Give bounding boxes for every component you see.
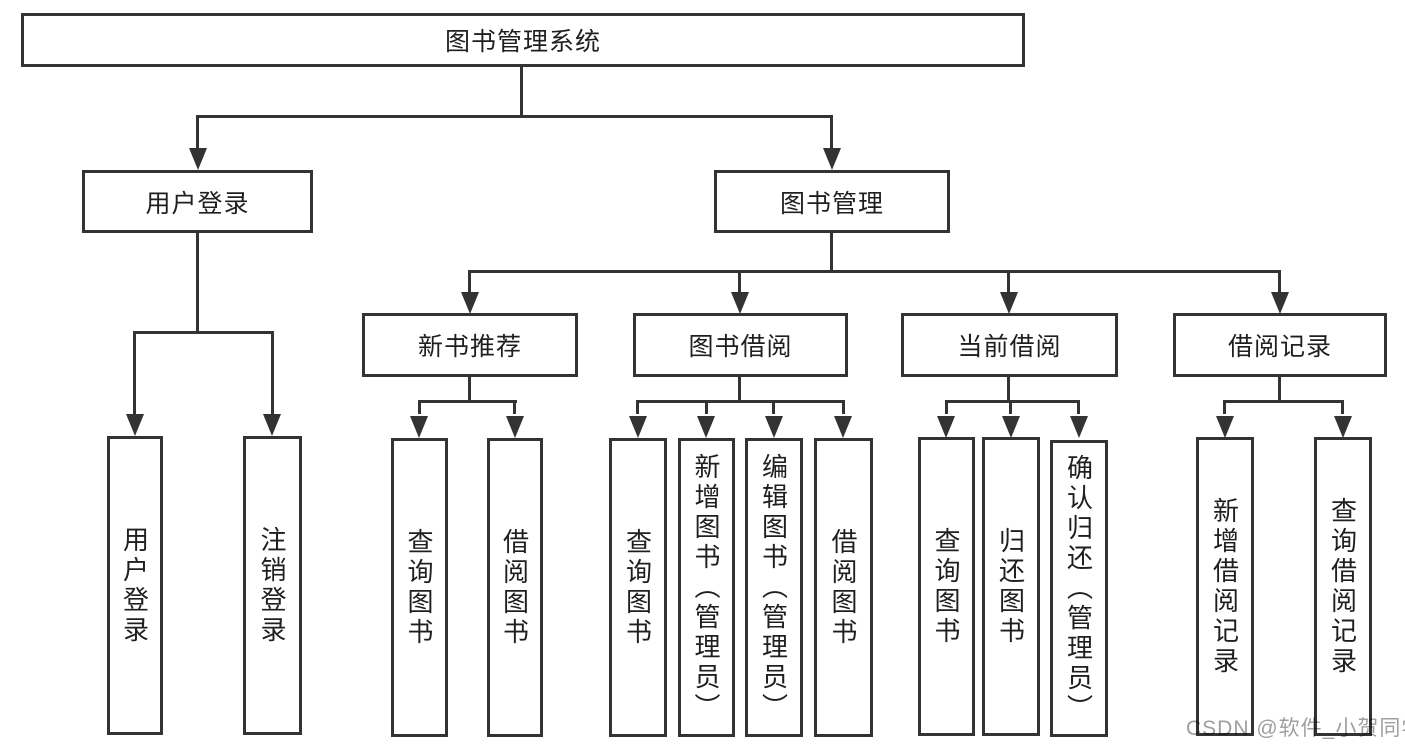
leaf-return-book-label: 归还图书 [995, 526, 1026, 647]
leaf-confirm-return-admin-label: 确认归还（管理员） [1063, 453, 1094, 724]
arrowhead-add-borrow-record [1216, 416, 1234, 438]
arrowhead-user-login [189, 148, 207, 170]
arrowhead-edit-book-admin [765, 416, 783, 438]
arrowhead-borrow-books-new [506, 416, 524, 438]
edge-drop-query-books-borrow [636, 400, 639, 414]
edge-current-borrow-branch [945, 400, 1080, 403]
node-current-borrowing: 当前借阅 [901, 313, 1118, 377]
edge-drop-leaf-logout [271, 331, 274, 414]
arrowhead-add-book-admin [697, 416, 715, 438]
arrowhead-leaf-logout [263, 414, 281, 436]
edge-drop-add-book-admin [705, 400, 708, 414]
node-user-login-label: 用户登录 [145, 189, 250, 218]
arrowhead-confirm-return [1070, 416, 1088, 438]
leaf-add-book-admin-label: 新增图书（管理员） [691, 452, 721, 723]
edge-drop-borrow-books [842, 400, 845, 414]
arrowhead-query-books-new [410, 416, 428, 438]
edge-book-borrow-branch [636, 400, 845, 403]
csdn-watermark: CSDN @软件_小贺同学 [1186, 717, 1405, 740]
arrowhead-query-books-current [937, 416, 955, 438]
leaf-confirm-return-admin: 确认归还（管理员） [1050, 440, 1108, 737]
leaf-user-login: 用户登录 [107, 436, 163, 735]
node-new-book-recommend: 新书推荐 [362, 313, 578, 377]
edge-drop-confirm-return [1077, 400, 1080, 414]
edge-book-management-branch [468, 270, 1281, 273]
arrowhead-borrow-books [834, 416, 852, 438]
leaf-return-book: 归还图书 [982, 437, 1040, 736]
arrowhead-return-book [1002, 416, 1020, 438]
edge-drop-new-book-recommend [468, 270, 471, 293]
leaf-add-borrow-record: 新增借阅记录 [1196, 437, 1254, 736]
leaf-query-books-new-label: 查询图书 [404, 527, 434, 648]
leaf-logout-label: 注销登录 [257, 525, 287, 646]
edge-drop-book-borrowing [738, 270, 741, 293]
edge-drop-borrowing-records [1278, 270, 1281, 293]
arrowhead-leaf-user-login [126, 414, 144, 436]
edge-drop-query-borrow-record [1341, 400, 1344, 414]
edge-root-branch [196, 115, 833, 118]
leaf-query-borrow-record-label: 查询借阅记录 [1327, 496, 1358, 677]
edge-drop-edit-book-admin [772, 400, 775, 414]
leaf-query-books-current: 查询图书 [918, 437, 975, 736]
leaf-query-borrow-record: 查询借阅记录 [1314, 437, 1372, 736]
edge-drop-current-borrowing [1007, 270, 1010, 293]
leaf-query-books-borrow: 查询图书 [609, 438, 667, 737]
edge-drop-add-borrow-record [1223, 400, 1226, 414]
leaf-edit-book-admin-label: 编辑图书（管理员） [758, 452, 789, 723]
edge-drop-borrow-books-new [513, 400, 516, 414]
node-root-label: 图书管理系统 [444, 28, 601, 56]
edge-user-login-trunk [196, 233, 199, 334]
arrowhead-query-borrow-record [1334, 416, 1352, 438]
node-book-management: 图书管理 [714, 170, 950, 233]
arrowhead-book-management [823, 148, 841, 170]
edge-current-borrow-trunk [1007, 377, 1010, 403]
leaf-add-borrow-record-label: 新增借阅记录 [1209, 496, 1240, 677]
node-new-book-recommend-label: 新书推荐 [417, 333, 522, 361]
node-borrowing-records-label: 借阅记录 [1227, 333, 1332, 361]
edge-book-borrow-trunk [738, 377, 741, 403]
edge-root-drop-book-management [830, 115, 833, 151]
edge-book-management-trunk [830, 233, 833, 272]
arrowhead-query-books-borrow [629, 416, 647, 438]
edge-new-book-trunk [468, 377, 471, 403]
edge-borrow-records-trunk [1278, 377, 1281, 403]
node-current-borrowing-label: 当前借阅 [957, 333, 1062, 361]
node-root-library-system: 图书管理系统 [21, 13, 1025, 67]
edge-drop-query-books-new [418, 400, 421, 414]
node-borrowing-records: 借阅记录 [1173, 313, 1387, 377]
leaf-query-books-new: 查询图书 [391, 438, 448, 737]
edge-user-login-branch [133, 331, 274, 334]
leaf-borrow-books-label: 借阅图书 [828, 527, 858, 648]
node-book-management-label: 图书管理 [779, 189, 884, 218]
arrowhead-book-borrowing [731, 292, 749, 314]
leaf-logout: 注销登录 [243, 436, 302, 735]
node-book-borrowing: 图书借阅 [633, 313, 848, 377]
leaf-borrow-books-new: 借阅图书 [487, 438, 543, 737]
edge-root-trunk [520, 67, 523, 117]
node-book-borrowing-label: 图书借阅 [688, 333, 793, 361]
node-user-login: 用户登录 [82, 170, 313, 233]
edge-drop-query-books-current [945, 400, 948, 414]
arrowhead-new-book-recommend [461, 292, 479, 314]
leaf-borrow-books-new-label: 借阅图书 [499, 527, 530, 648]
edge-drop-leaf-user-login [133, 331, 136, 414]
leaf-user-login-label: 用户登录 [119, 525, 150, 646]
edge-new-book-branch [418, 400, 517, 403]
arrowhead-borrowing-records [1271, 292, 1289, 314]
leaf-query-books-current-label: 查询图书 [931, 526, 961, 647]
leaf-borrow-books: 借阅图书 [814, 438, 873, 737]
leaf-add-book-admin: 新增图书（管理员） [678, 438, 735, 737]
arrowhead-current-borrowing [1000, 292, 1018, 314]
leaf-query-books-borrow-label: 查询图书 [622, 527, 653, 648]
edge-drop-return-book [1009, 400, 1012, 414]
edge-root-drop-user-login [196, 115, 199, 151]
leaf-edit-book-admin: 编辑图书（管理员） [745, 438, 803, 737]
edge-borrow-records-branch [1223, 400, 1344, 403]
